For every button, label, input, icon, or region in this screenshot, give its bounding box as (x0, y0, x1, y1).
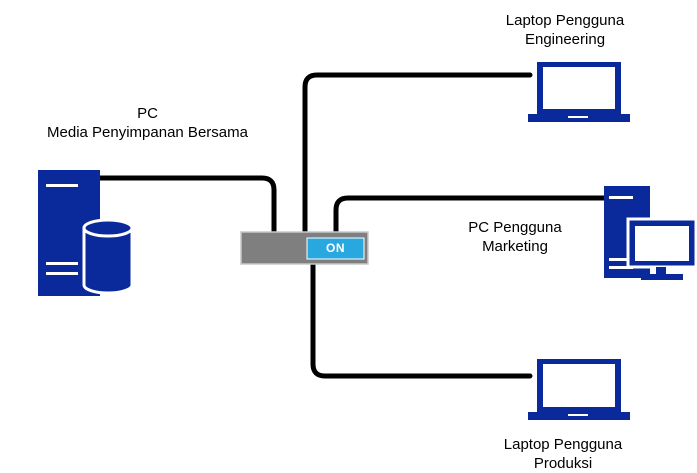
switch-on-indicator (306, 237, 365, 260)
pc-marketing-label: PC Pengguna Marketing (430, 218, 600, 256)
laptop-engineering-label: Laptop Pengguna Engineering (470, 11, 660, 49)
server-database-icon (38, 170, 134, 296)
laptop-engineering-label-line2: Engineering (524, 31, 606, 48)
laptop-produksi-label-line2: Produksi (533, 455, 593, 472)
laptop-engineering-label-line1: Laptop Pengguna (505, 12, 625, 29)
laptop-engineering-icon (528, 62, 630, 122)
switch-on-label: ON (326, 241, 345, 255)
pc-marketing-label-line2: Marketing (482, 238, 548, 255)
cables (95, 72, 607, 379)
cable-switch-laptop-engineering (302, 72, 533, 235)
cable-switch-pc-marketing (333, 195, 607, 235)
pc-marketing-label-line1: PC Pengguna (468, 219, 562, 236)
server-label-line2: Media Penyimpanan Bersama (47, 124, 248, 141)
laptop-produksi-label-line1: Laptop Pengguna (503, 436, 623, 453)
laptop-produksi-icon (528, 359, 630, 420)
server-label-line1: PC (137, 105, 158, 122)
server-label: PC Media Penyimpanan Bersama (10, 104, 285, 142)
cable-server-switch (95, 175, 277, 235)
laptop-produksi-label: Laptop Pengguna Produksi (468, 435, 658, 473)
desktop-pc-icon (604, 186, 697, 280)
cable-switch-laptop-produksi (310, 261, 533, 379)
network-switch-icon (240, 231, 369, 265)
